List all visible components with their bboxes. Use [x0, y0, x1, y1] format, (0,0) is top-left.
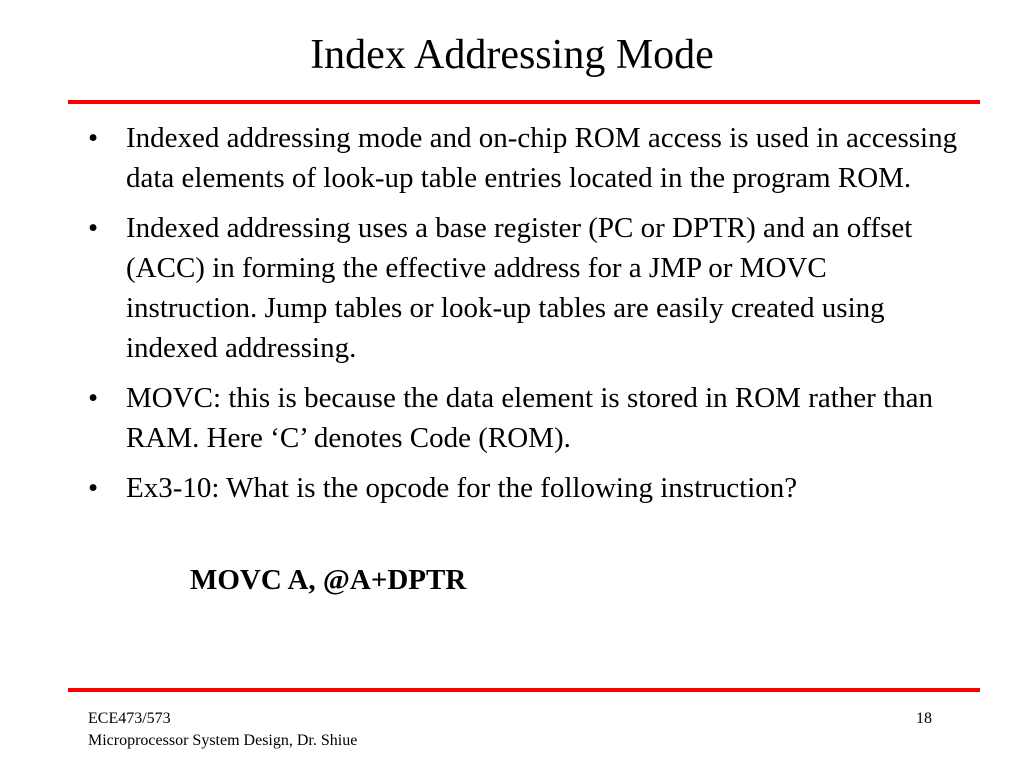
bullet-text: MOVC: this is because the data element i…: [126, 382, 933, 454]
bullet-item: • Indexed addressing mode and on-chip RO…: [88, 118, 958, 198]
page-number: 18: [916, 710, 932, 727]
bullet-list: • Indexed addressing mode and on-chip RO…: [88, 118, 958, 518]
bullet-icon: •: [88, 382, 99, 414]
bullet-text: Indexed addressing uses a base register …: [126, 212, 913, 364]
footer-info: ECE473/573 Microprocessor System Design,…: [88, 708, 357, 752]
bullet-icon: •: [88, 212, 99, 244]
title-divider: [68, 100, 980, 104]
footer-course: ECE473/573: [88, 710, 171, 727]
slide-title: Index Addressing Mode: [310, 32, 714, 78]
footer-subtitle: Microprocessor System Design, Dr. Shiue: [88, 732, 358, 749]
bullet-icon: •: [88, 122, 99, 154]
bullet-item: • Indexed addressing uses a base registe…: [88, 208, 958, 368]
instruction-example: MOVC A, @A+DPTR: [190, 564, 467, 596]
bullet-text: Ex3-10: What is the opcode for the follo…: [126, 472, 798, 504]
bullet-icon: •: [88, 472, 99, 504]
bullet-text: Indexed addressing mode and on-chip ROM …: [126, 122, 958, 194]
bullet-item: • Ex3-10: What is the opcode for the fol…: [88, 468, 958, 508]
bullet-item: • MOVC: this is because the data element…: [88, 378, 958, 458]
footer-divider: [68, 688, 980, 692]
